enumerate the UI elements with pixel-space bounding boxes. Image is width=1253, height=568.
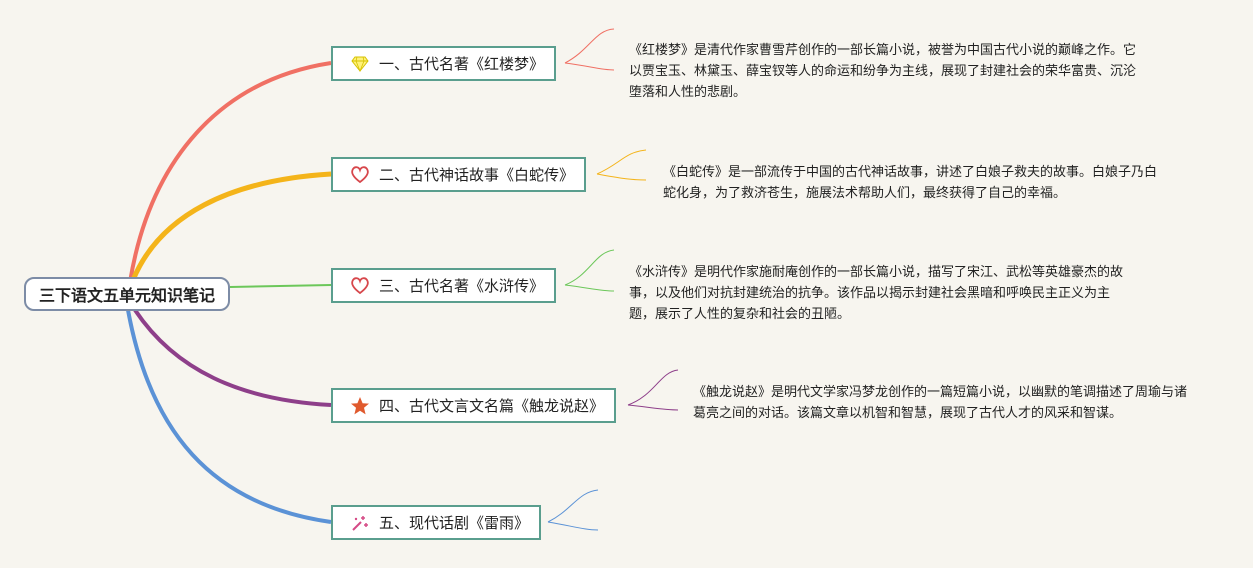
branch-line-2 [130,171,332,281]
topic-2[interactable]: 二、古代神话故事《白蛇传》 [331,157,587,192]
topic-label: 一、古代名著《红楼梦》 [379,55,545,73]
note-3: 《水浒传》是明代作家施耐庵创作的一部长篇小说，描写了宋江、武松等英雄豪杰的故事，… [629,265,1124,322]
topic-4[interactable]: 四、古代文言文名篇《触龙说赵》 [331,388,617,423]
heart-outline-icon [349,164,371,186]
diamond-icon [349,53,371,75]
branch-line-3 [229,284,332,288]
note-connector-2 [596,149,647,181]
branch-line-1 [128,61,332,283]
topic-3[interactable]: 三、古代名著《水浒传》 [331,268,557,303]
topic-label: 三、古代名著《水浒传》 [379,277,545,295]
heart-outline-icon [349,275,371,297]
note-connector-4 [627,369,679,411]
note-connector-1 [564,28,615,71]
note-connector-5 [547,489,599,531]
note-2: 《白蛇传》是一部流传于中国的古代神话故事，讲述了白娘子救夫的故事。白娘子乃白蛇化… [663,165,1158,201]
note-1: 《红楼梦》是清代作家曹雪芹创作的一部长篇小说，被誉为中国古代小说的巅峰之作。它以… [629,43,1137,100]
topic-label: 五、现代话剧《雷雨》 [379,514,530,532]
note-4: 《触龙说赵》是明代文学家冯梦龙创作的一篇短篇小说，以幽默的笔调描述了周瑜与诸葛亮… [693,385,1188,421]
topic-5[interactable]: 五、现代话剧《雷雨》 [331,505,542,540]
branch-line-4 [133,308,332,407]
central-topic[interactable]: 三下语文五单元知识笔记 [24,277,230,311]
sparkle-icon [349,512,371,534]
star-icon [349,395,371,417]
note-connector-3 [564,249,615,292]
topic-label: 二、古代神话故事《白蛇传》 [379,166,575,184]
branch-line-5 [126,309,332,524]
topic-label: 四、古代文言文名篇《触龙说赵》 [379,397,605,415]
topic-1[interactable]: 一、古代名著《红楼梦》 [331,46,557,81]
